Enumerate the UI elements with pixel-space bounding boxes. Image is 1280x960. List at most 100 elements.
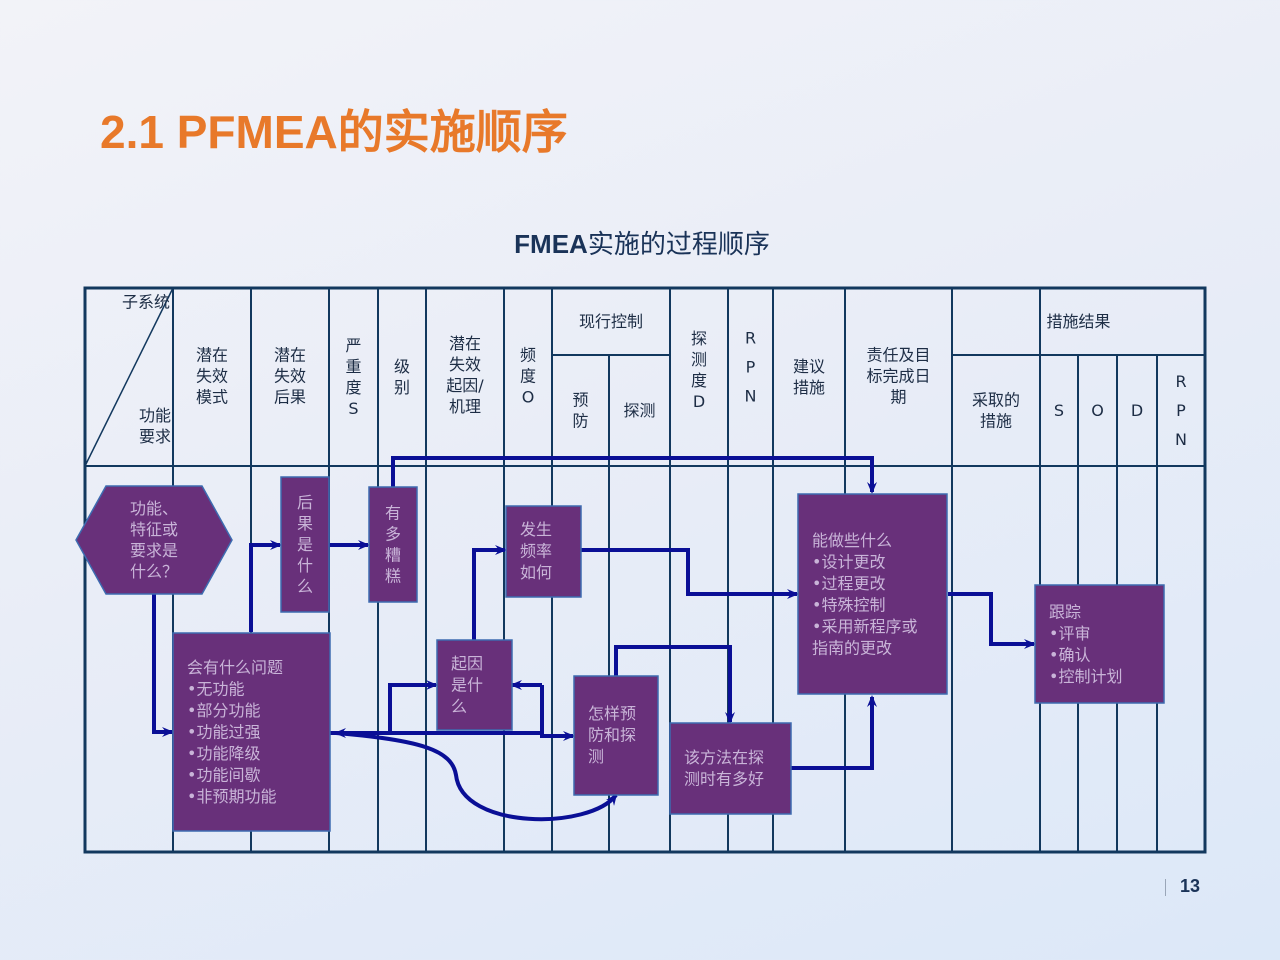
header-recommended-actions-line: 措施 [793, 378, 825, 397]
arrow-detection-to-actions [791, 695, 877, 770]
arrow-failure-to-effects [249, 540, 282, 632]
box-text-line: 怎样预 [588, 704, 636, 723]
header-detection-control: 探测 [623, 401, 655, 420]
box-text-line: 跟踪 [1049, 602, 1081, 621]
header-new-rpn-line: P [1176, 401, 1186, 420]
diagram-title-cn: 实施的过程顺序 [587, 230, 770, 260]
header-rpn-line: R [745, 329, 756, 348]
header-new-d-line: D [1131, 401, 1143, 420]
box-text-line: 频率 [520, 542, 552, 561]
header-class-line: 别 [394, 378, 410, 397]
box-text-line: •部分功能 [187, 701, 260, 720]
box-shape [573, 675, 659, 796]
fmea-table-headers: 子系统功能要求潜在失效模式潜在失效后果严重度S级别潜在失效起因/机理频度O现行控… [122, 293, 1187, 450]
table-border [83, 286, 1207, 854]
box-text-line: 是什 [451, 676, 483, 695]
header-prevention-line: 预 [572, 391, 588, 410]
arrow-failure-to-causes [330, 680, 438, 735]
header-severity-line: 度 [345, 378, 361, 397]
box-text-line: 有 [385, 504, 401, 523]
diagram-title-latin: FMEA [514, 229, 588, 259]
box-text-line: 功能、 [130, 499, 178, 518]
box-shape [1034, 584, 1165, 704]
box-text-line: 是 [297, 535, 313, 554]
header-rpn: RPN [745, 329, 757, 406]
header-detection-line: 测 [691, 350, 707, 369]
header-new-o-line: O [1091, 401, 1104, 420]
box-shape [172, 632, 331, 832]
header-current-controls: 现行控制 [579, 312, 643, 331]
header-occurrence-line: 频 [520, 346, 536, 365]
arrow-causes-to-controls [540, 685, 575, 741]
box-text-line: •确认 [1049, 645, 1090, 664]
header-cause-line: 起因/ [446, 376, 484, 395]
header-effect-line: 潜在 [274, 346, 306, 365]
box-shape [436, 639, 513, 731]
header-new-rpn: RPN [1175, 372, 1187, 449]
box-text-line: •非预期功能 [187, 787, 276, 806]
box-text-line: 起因 [451, 654, 483, 673]
box-text-line: •设计更改 [812, 552, 885, 571]
corner-diagonal [84, 287, 174, 467]
header-occurrence: 频度O [520, 346, 536, 407]
arrow-severity-to-actions [391, 456, 877, 494]
header-detection-control-line: 探测 [623, 401, 655, 420]
box-shape [669, 722, 792, 815]
header-detection-line: 度 [691, 371, 707, 390]
box-text-line: •功能过强 [187, 723, 260, 742]
header-new-rpn-line: R [1175, 372, 1186, 391]
corner-subsystem-label: 子系统 [122, 293, 170, 312]
flow-boxes: 功能、特征或要求是什么？后果是什么有多糟糕会有什么问题•无功能•部分功能•功能过… [75, 476, 1165, 832]
box-text-line: 果 [297, 514, 313, 533]
box-shape [505, 505, 582, 598]
header-action-results: 措施结果 [1046, 312, 1110, 331]
box-text-line: •过程更改 [812, 574, 885, 593]
box-text-line: 该方法在探 [684, 748, 764, 767]
box-text-line: 防和探 [588, 726, 636, 745]
box-shape [280, 476, 330, 613]
corner-function-label-line: 功能 [139, 406, 171, 425]
header-new-s-line: S [1054, 401, 1064, 420]
header-new-d: D [1131, 401, 1143, 420]
box-shape [368, 486, 418, 603]
header-severity-line: S [348, 399, 358, 418]
box-text: 跟踪•评审•确认•控制计划 [1049, 602, 1122, 686]
box-shape [797, 493, 948, 695]
box-text-line: 什么？ [130, 562, 178, 581]
box-text-line: 多 [385, 525, 401, 544]
header-mode-line: 失效 [196, 367, 228, 386]
header-mode-line: 模式 [196, 388, 228, 407]
header-occurrence-line: 度 [520, 367, 536, 386]
header-cause-line: 潜在 [449, 334, 481, 353]
box-text-line: •功能降级 [187, 744, 260, 763]
header-cause-line: 机理 [449, 397, 481, 416]
box-text-line: 指南的更改 [812, 638, 892, 657]
header-severity-line: 重 [345, 357, 361, 376]
header-effect-line: 后果 [274, 388, 306, 407]
slide-title: 2.1 PFMEA的实施顺序 [100, 106, 568, 158]
box-text-line: 特征或 [130, 520, 178, 539]
box-text-line: 什 [297, 556, 313, 575]
box-text-line: 测 [588, 747, 604, 766]
box-text-line: •特殊控制 [812, 595, 885, 614]
arrow-failure-to-controls-curve [335, 731, 618, 822]
box-text-line: 会有什么问题 [187, 658, 283, 677]
header-actions-taken-line: 措施 [980, 412, 1012, 431]
header-responsibility-line: 责任及目 [866, 346, 930, 365]
header-new-o: O [1091, 401, 1104, 420]
